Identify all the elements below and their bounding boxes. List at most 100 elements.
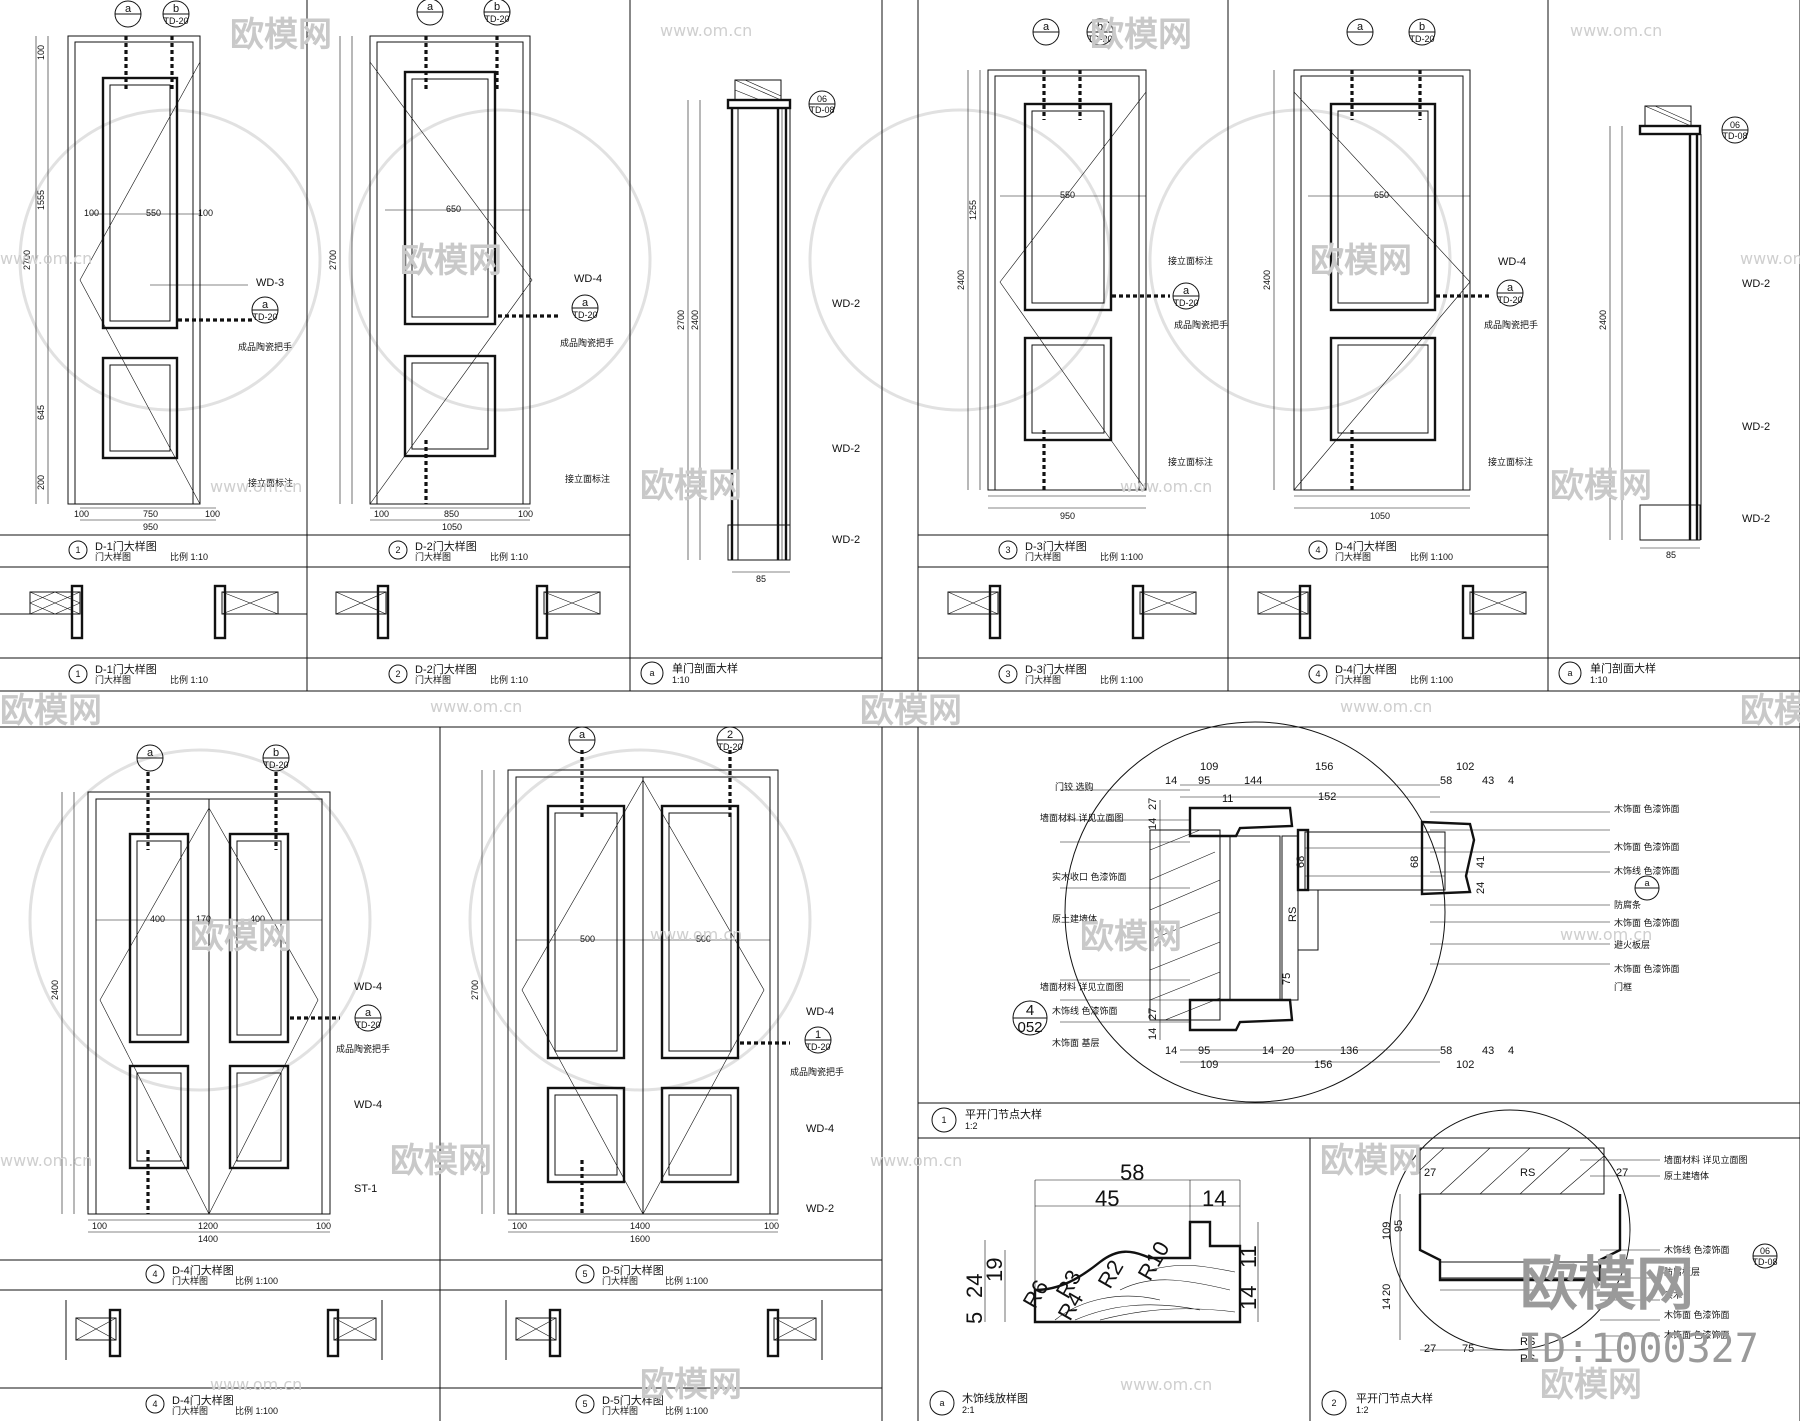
sec2-dim-h: 2400 (1598, 310, 1608, 330)
svg-text:24: 24 (962, 1274, 987, 1298)
svg-text:102: 102 (1456, 1059, 1474, 1071)
section-marker-sec1: 06 TD-08 (808, 90, 836, 118)
svg-text:欧模网: 欧模网 (1740, 691, 1800, 731)
d3-handle: 成品陶瓷把手 (1174, 319, 1228, 330)
svg-text:5: 5 (962, 1312, 987, 1324)
svg-text:27: 27 (1616, 1167, 1628, 1179)
node2-labels: 墙面材料 详见立面图 原土建墙体 木饰线 色漆饰面 防腐板层 实木 木饰面 色漆… (1664, 1154, 1748, 1340)
door-elevation-d2 (339, 35, 560, 521)
section-marker-d4b-a: a (136, 744, 164, 772)
sec1-dim-h2: 2400 (690, 310, 700, 330)
svg-text:www.om.cn: www.om.cn (1560, 925, 1652, 944)
d3-ref: 接立面标注 (1168, 255, 1213, 266)
dim-d1-h5: 200 (36, 475, 46, 490)
dim-d4-mid: 650 (1374, 190, 1389, 200)
svg-text:2: 2 (1331, 1398, 1336, 1408)
svg-text:a: a (939, 1398, 944, 1408)
svg-text:门大样图: 门大样图 (172, 1405, 208, 1416)
dim-d4b-total: 1400 (198, 1234, 218, 1244)
dim-d4b-w1: 100 (92, 1221, 107, 1231)
svg-text:11: 11 (1236, 1245, 1261, 1268)
svg-text:TD-08: TD-08 (809, 105, 834, 115)
svg-text:TD-20: TD-20 (1497, 295, 1522, 305)
ref-label: 接立面标注 (248, 477, 293, 488)
svg-text:109: 109 (1200, 761, 1218, 773)
svg-text:TD-20: TD-20 (805, 1042, 830, 1052)
svg-text:14: 14 (1147, 818, 1159, 830)
door-elevation-d4 (1273, 69, 1490, 509)
material-tag-wd3: WD-3 (256, 277, 284, 289)
svg-text:门大样图: 门大样图 (1025, 674, 1061, 685)
title-d4b-plan: 4 D-4门大样图 门大样图 比例 1:100 (145, 1393, 278, 1416)
svg-text:1:2: 1:2 (1356, 1405, 1369, 1415)
svg-text:单门剖面大样: 单门剖面大样 (1590, 661, 1656, 675)
handle-label-d2: 成品陶瓷把手 (560, 337, 614, 348)
svg-text:4: 4 (1508, 775, 1514, 787)
dim-d4b-w3: 100 (316, 1221, 331, 1231)
svg-text:D-3门大样图: D-3门大样图 (1025, 539, 1087, 553)
door-elevation-d1 (35, 35, 252, 521)
door-elevation-d5 (481, 750, 790, 1233)
svg-text:比例 1:100: 比例 1:100 (235, 1275, 278, 1286)
svg-text:14: 14 (1262, 1045, 1274, 1057)
svg-text:a: a (1507, 282, 1514, 294)
dim-d5-w3: 100 (764, 1221, 779, 1231)
title-d5-plan: 5 D-5门大样图 门大样图 比例 1:100 (575, 1393, 708, 1416)
svg-text:比例 1:100: 比例 1:100 (665, 1275, 708, 1286)
dim-d1-w3: 100 (205, 509, 220, 519)
svg-text:43: 43 (1482, 1045, 1494, 1057)
svg-text:R10: R10 (1133, 1237, 1175, 1284)
svg-text:www.om.cn: www.om.cn (210, 1375, 302, 1394)
svg-text:a: a (1644, 878, 1649, 888)
svg-text:75: 75 (1462, 1343, 1474, 1355)
svg-text:102: 102 (1456, 761, 1474, 773)
title-sec1: a 单门剖面大样 1:10 (640, 661, 738, 685)
dim-d4b-p1b: 400 (250, 914, 265, 924)
dim-d5-h: 2700 (470, 980, 480, 1000)
svg-text:TD-08: TD-08 (1722, 131, 1747, 141)
svg-text:比例 1:10: 比例 1:10 (490, 674, 528, 685)
svg-text:欧模网: 欧模网 (400, 241, 502, 281)
node-detail-1 (1060, 721, 1610, 1103)
svg-text:152: 152 (1318, 791, 1336, 803)
title-node2: 2 平开门节点大样 1:2 (1321, 1390, 1433, 1416)
svg-text:欧模网: 欧模网 (230, 15, 332, 55)
svg-text:D-2门大样图: D-2门大样图 (415, 539, 477, 553)
node2-dims: 27 27 75 27 109 95 20 14 RS RS RS (1381, 1167, 1628, 1365)
svg-text:156: 156 (1314, 1059, 1332, 1071)
svg-text:06: 06 (1760, 1246, 1770, 1256)
svg-text:5: 5 (582, 1269, 587, 1279)
svg-text:欧模网: 欧模网 (390, 1141, 492, 1181)
title-d4-plan: 4 D-4门大样图 门大样图 比例 1:100 (1308, 662, 1453, 685)
svg-text:b: b (173, 3, 179, 15)
svg-text:欧模网: 欧模网 (190, 917, 292, 957)
svg-text:欧模网: 欧模网 (1550, 466, 1652, 506)
svg-text:比例 1:10: 比例 1:10 (170, 551, 208, 562)
svg-text:木饰面 色漆饰面: 木饰面 色漆饰面 (1614, 963, 1680, 974)
svg-text:木饰面 色漆饰面: 木饰面 色漆饰面 (1614, 803, 1680, 814)
d4b-wd4-b: WD-4 (354, 1099, 382, 1111)
section-marker-d1-side: a TD-20 (251, 296, 279, 324)
svg-text:TD-20: TD-20 (1173, 298, 1198, 308)
svg-text:68: 68 (1409, 856, 1421, 868)
node2-marker: 06 TD-08 (1752, 1243, 1778, 1269)
door-section-1 (687, 79, 792, 573)
svg-text:58: 58 (1440, 775, 1452, 787)
title-d4b: 4 D-4门大样图 门大样图 比例 1:100 (145, 1263, 278, 1286)
svg-text:1: 1 (75, 669, 80, 679)
svg-text:41: 41 (1475, 856, 1487, 868)
svg-text:www.om.cn: www.om.cn (870, 1151, 962, 1170)
ref-label-d2: 接立面标注 (565, 473, 610, 484)
section-marker-d4-a: a (1346, 18, 1374, 46)
svg-text:109: 109 (1200, 1059, 1218, 1071)
door-plan-d3-d4 (947, 584, 1527, 640)
svg-text:欧模网: 欧模网 (1310, 241, 1412, 281)
svg-text:门大样图: 门大样图 (415, 674, 451, 685)
section-marker-d5-a: a (568, 726, 596, 754)
dim-d3-mid: 550 (1060, 190, 1075, 200)
svg-text:1:10: 1:10 (672, 675, 690, 685)
door-elevation-d3 (967, 69, 1170, 509)
svg-text:www.om.cn: www.om.cn (0, 1151, 92, 1170)
